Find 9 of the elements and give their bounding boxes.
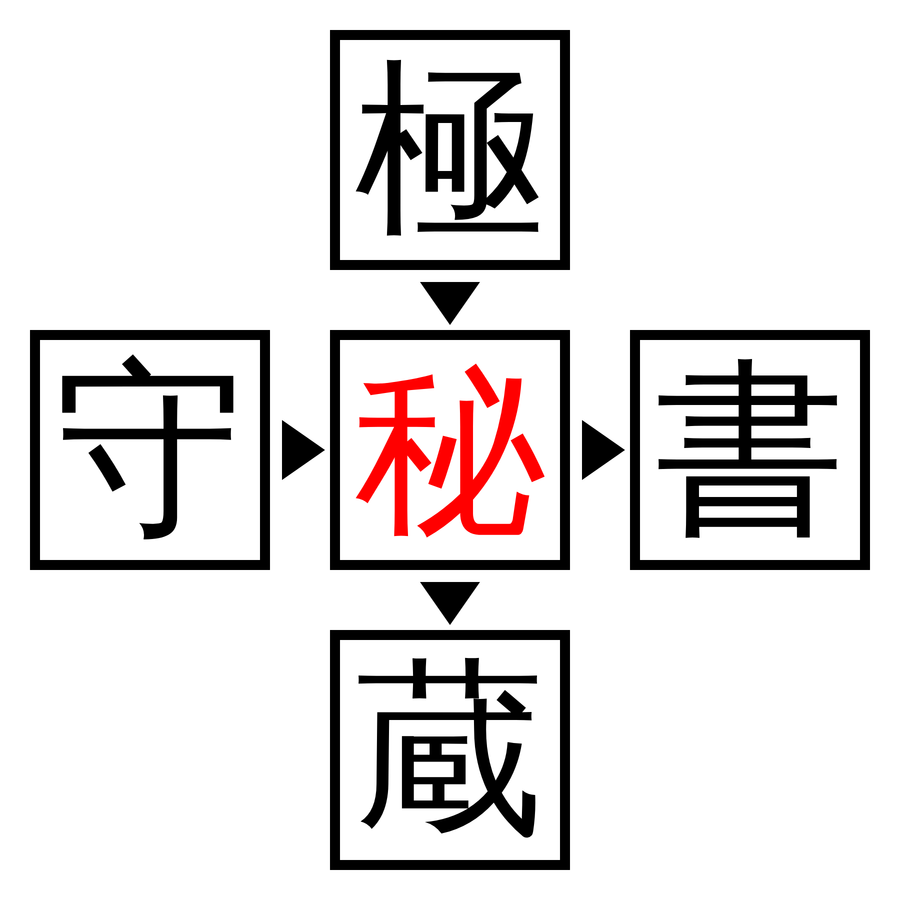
character-box: 守 xyxy=(30,330,270,570)
character-box: 秘 xyxy=(330,330,570,570)
character-box: 書 xyxy=(630,330,870,570)
arrow xyxy=(420,282,480,325)
arrow xyxy=(582,420,625,480)
character-box: 極 xyxy=(330,30,570,270)
arrow xyxy=(420,582,480,625)
character-box: 蔵 xyxy=(330,630,570,870)
arrow xyxy=(282,420,325,480)
